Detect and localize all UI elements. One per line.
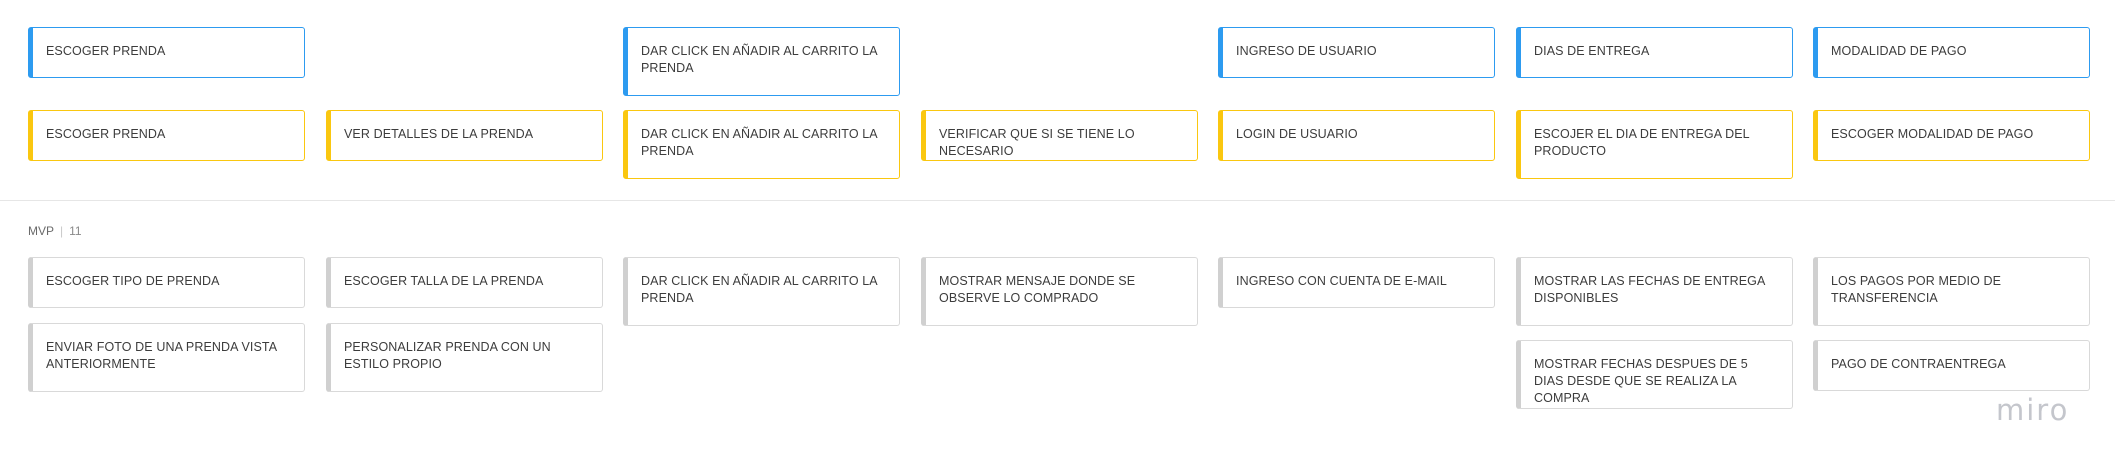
step-card[interactable]: LOGIN DE USUARIO [1218,110,1495,161]
activity-card[interactable]: ESCOGER PRENDA [28,27,305,78]
activity-card[interactable]: DIAS DE ENTREGA [1516,27,1793,78]
release-count: 11 [69,224,82,238]
story-card[interactable]: ESCOGER TALLA DE LA PRENDA [326,257,603,308]
step-card[interactable]: VERIFICAR QUE SI SE TIENE LO NECESARIO [921,110,1198,161]
release-name: MVP [28,224,55,238]
story-card[interactable]: PERSONALIZAR PRENDA CON UN ESTILO PROPIO [326,323,603,392]
activity-card[interactable]: MODALIDAD DE PAGO [1813,27,2090,78]
step-card[interactable]: ESCOGER PRENDA [28,110,305,161]
story-card[interactable]: LOS PAGOS POR MEDIO DE TRANSFERENCIA [1813,257,2090,326]
story-card[interactable]: ESCOGER TIPO DE PRENDA [28,257,305,308]
miro-logo: miro [1996,393,2070,427]
step-card[interactable]: ESCOGER MODALIDAD DE PAGO [1813,110,2090,161]
activity-card[interactable]: DAR CLICK EN AÑADIR AL CARRITO LA PRENDA [623,27,900,96]
release-label[interactable]: MVP | 11 [28,224,82,238]
activity-card[interactable]: INGRESO DE USUARIO [1218,27,1495,78]
step-card[interactable]: DAR CLICK EN AÑADIR AL CARRITO LA PRENDA [623,110,900,179]
story-card[interactable]: MOSTRAR MENSAJE DONDE SE OBSERVE LO COMP… [921,257,1198,326]
story-card[interactable]: MOSTRAR LAS FECHAS DE ENTREGA DISPONIBLE… [1516,257,1793,326]
step-card[interactable]: VER DETALLES DE LA PRENDA [326,110,603,161]
story-card[interactable]: INGRESO CON CUENTA DE E-MAIL [1218,257,1495,308]
release-separator: | [60,224,64,238]
story-card[interactable]: PAGO DE CONTRAENTREGA [1813,340,2090,391]
story-card[interactable]: ENVIAR FOTO DE UNA PRENDA VISTA ANTERIOR… [28,323,305,392]
release-divider [0,200,2115,201]
story-card[interactable]: DAR CLICK EN AÑADIR AL CARRITO LA PRENDA [623,257,900,326]
step-card[interactable]: ESCOJER EL DIA DE ENTREGA DEL PRODUCTO [1516,110,1793,179]
story-card[interactable]: MOSTRAR FECHAS DESPUES DE 5 DIAS DESDE Q… [1516,340,1793,409]
